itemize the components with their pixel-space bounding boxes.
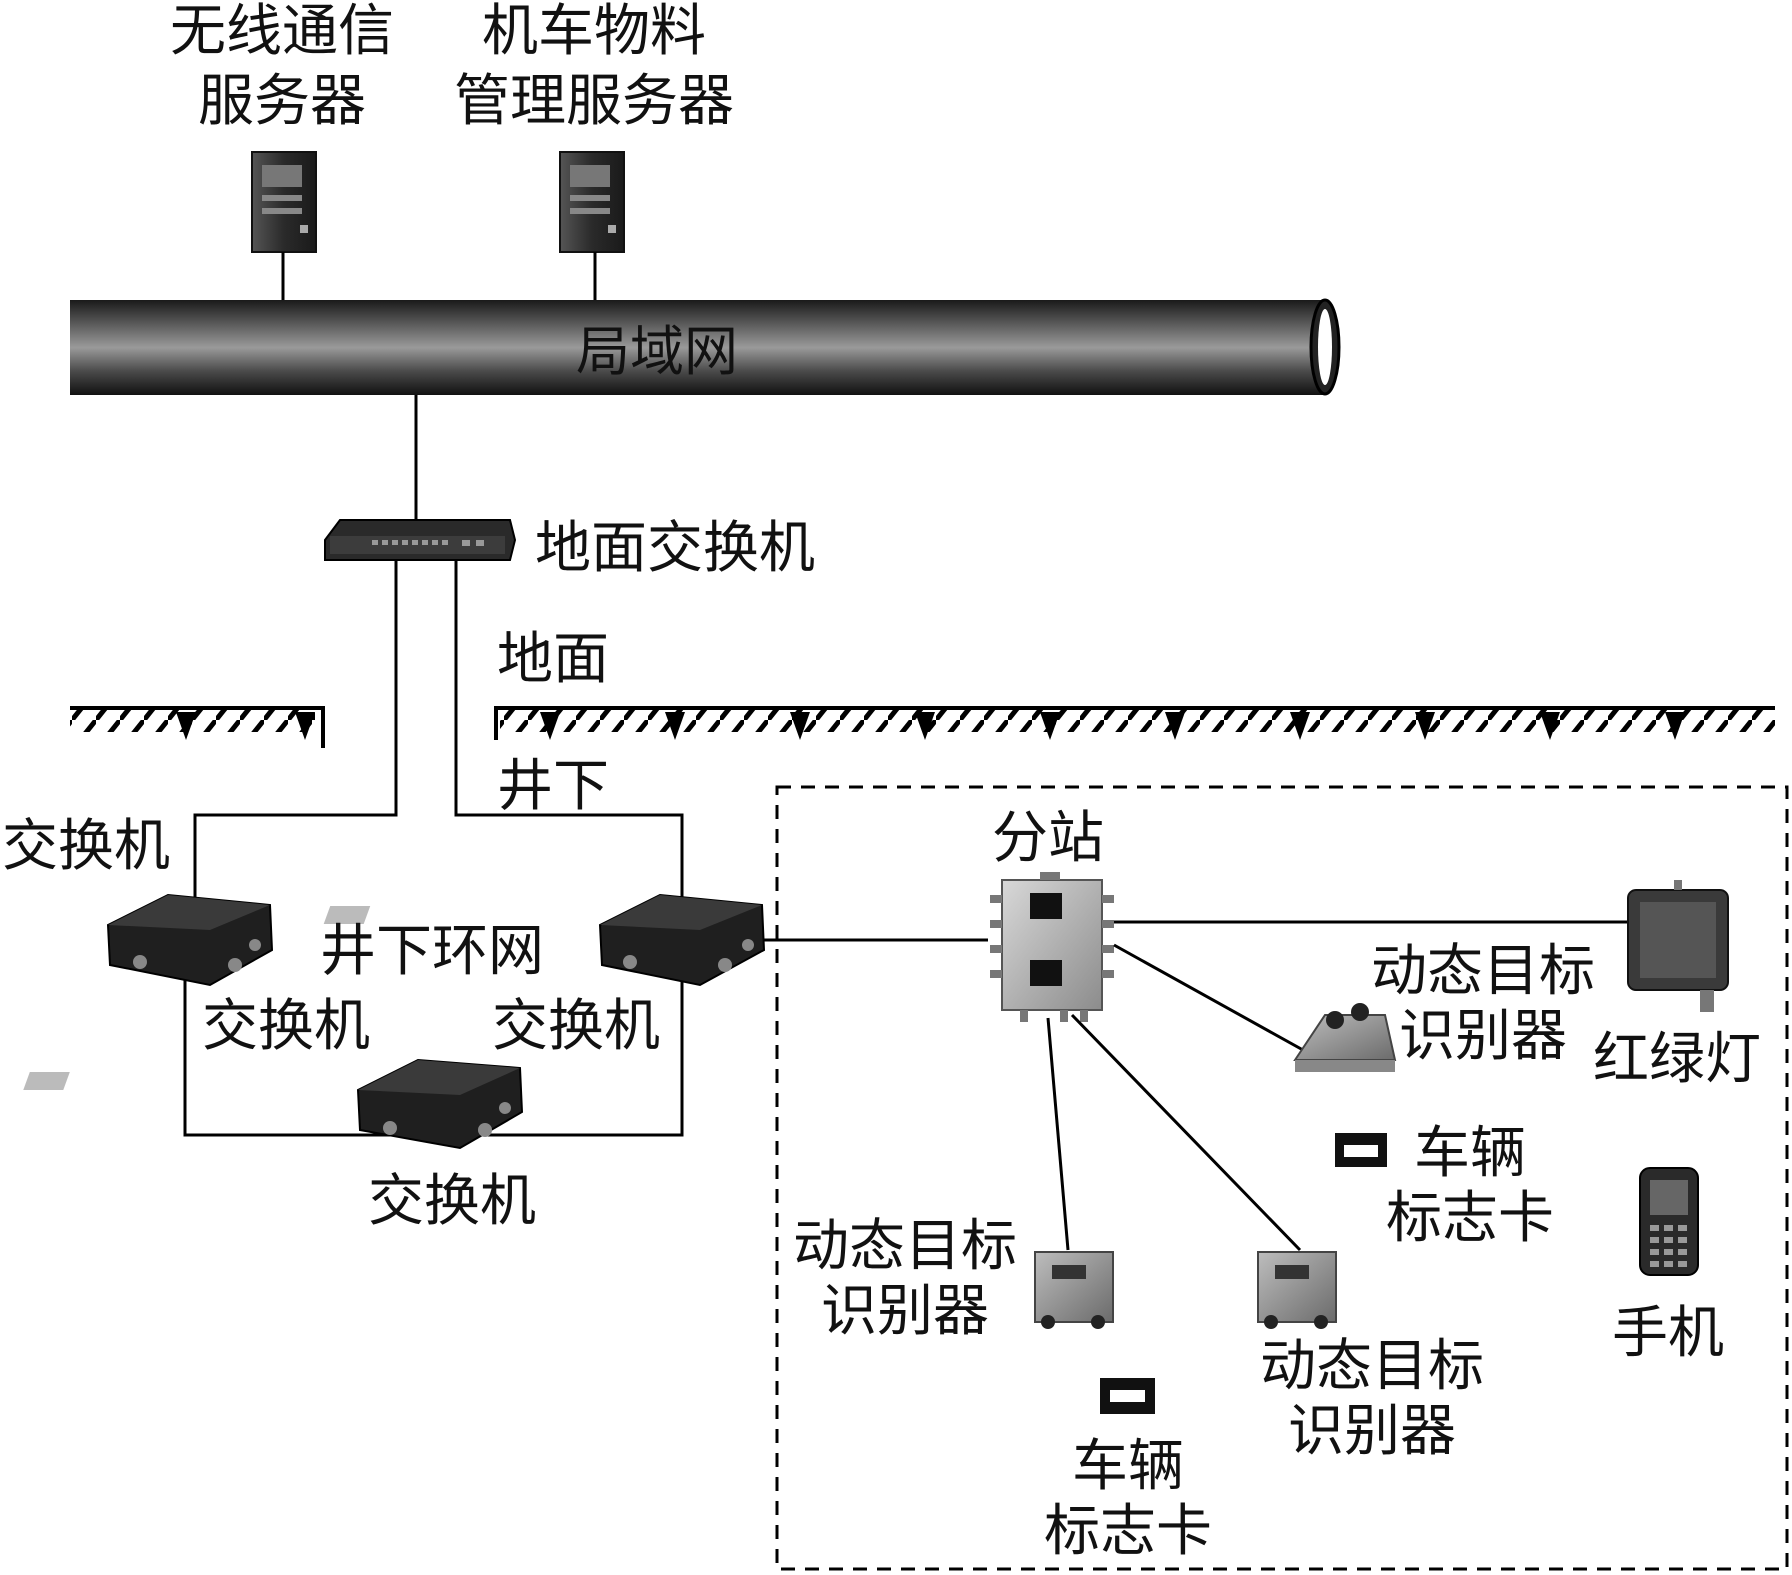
substation-icon <box>990 872 1114 1022</box>
right-identifier-label-line2: 识别器 <box>1288 1399 1456 1464</box>
ground-line-right <box>494 706 1775 740</box>
substation-to-upper-identifier-link <box>1113 943 1313 1057</box>
left-identifier-label-line1: 动态目标 <box>793 1214 1017 1279</box>
switch-left-icon <box>106 893 274 987</box>
surface-label: 地面 <box>497 627 609 692</box>
underground-area-boundary <box>775 785 1789 1571</box>
switch-bottom-icon <box>23 1058 524 1150</box>
phone-icon <box>1639 1167 1699 1276</box>
vehicle-card-lower-label-line2: 标志卡 <box>1044 1499 1212 1564</box>
lan-pipe <box>70 298 1341 396</box>
wireless-server-icon <box>251 151 317 253</box>
switch-label-top-left: 交换机 <box>2 814 170 879</box>
ground-switch-to-left-switch-link <box>193 560 398 900</box>
left-identifier-icon <box>1034 1251 1114 1329</box>
upper-identifier-label-line2: 识别器 <box>1399 1004 1567 1069</box>
switch-label-mid-right: 交换机 <box>492 994 660 1059</box>
right-identifier-label-line1: 动态目标 <box>1260 1334 1484 1399</box>
left-identifier-label-line2: 识别器 <box>821 1279 989 1344</box>
material-server-label-line1: 机车物料 <box>482 0 706 64</box>
material-server-label-line2: 管理服务器 <box>454 69 734 134</box>
switch-right-icon <box>323 893 766 987</box>
vehicle-card-upper-label-line2: 标志卡 <box>1386 1186 1554 1251</box>
ring-network-label: 井下环网 <box>320 919 544 984</box>
right-identifier-icon <box>1257 1251 1337 1329</box>
vehicle-card-lower-label-line1: 车辆 <box>1072 1434 1184 1499</box>
wireless-server-label-line1: 无线通信 <box>170 0 394 64</box>
vehicle-card-upper-label-line1: 车辆 <box>1414 1121 1526 1186</box>
substation-to-left-identifier-link <box>1046 1017 1070 1251</box>
ground-switch-icon <box>324 519 517 561</box>
upper-identifier-label-line1: 动态目标 <box>1371 939 1595 1004</box>
vehicle-card-lower-icon <box>1100 1378 1155 1414</box>
phone-label: 手机 <box>1612 1301 1724 1366</box>
switch-label-bottom: 交换机 <box>368 1169 536 1234</box>
traffic-light-icon <box>1627 880 1729 1012</box>
ground-switch-to-right-switch-link <box>454 560 684 900</box>
substation-to-right-identifier-link <box>1070 1013 1302 1252</box>
material-server-icon <box>559 151 625 253</box>
ground-switch-label: 地面交换机 <box>535 516 815 581</box>
wireless-server-label-line2: 服务器 <box>198 69 366 134</box>
substation-label: 分站 <box>992 806 1104 871</box>
underground-label: 井下 <box>497 754 609 819</box>
switch-label-mid-left: 交换机 <box>202 994 370 1059</box>
lan-label: 局域网 <box>576 320 738 383</box>
upper-identifier-icon <box>1293 1003 1397 1072</box>
ground-line-left <box>70 706 325 748</box>
vehicle-card-upper-icon <box>1335 1133 1387 1167</box>
traffic-light-label: 红绿灯 <box>1593 1027 1761 1092</box>
